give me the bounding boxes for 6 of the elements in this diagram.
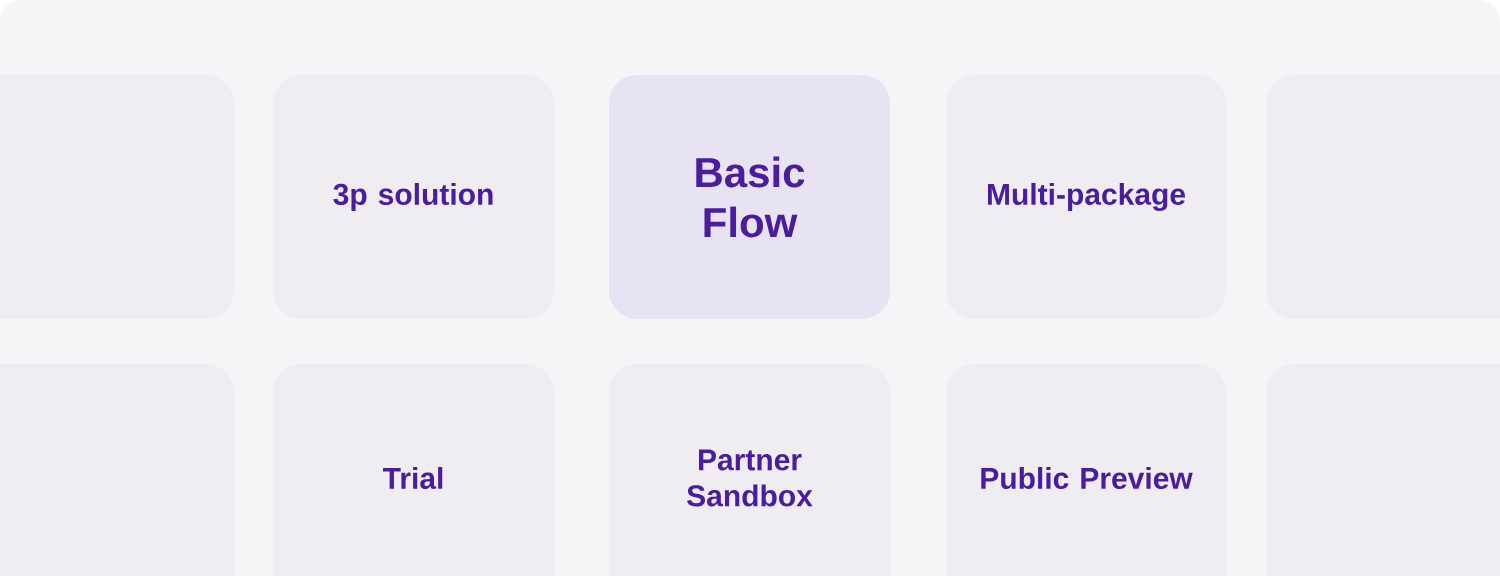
option-card: Basic Flow <box>609 75 890 319</box>
option-card: 3p solution <box>273 75 554 319</box>
option-card: Trial <box>273 364 554 576</box>
option-card: Multi-package <box>946 75 1226 319</box>
option-card: Partner Sandbox <box>609 364 890 576</box>
option-card: Public Preview <box>946 364 1226 576</box>
